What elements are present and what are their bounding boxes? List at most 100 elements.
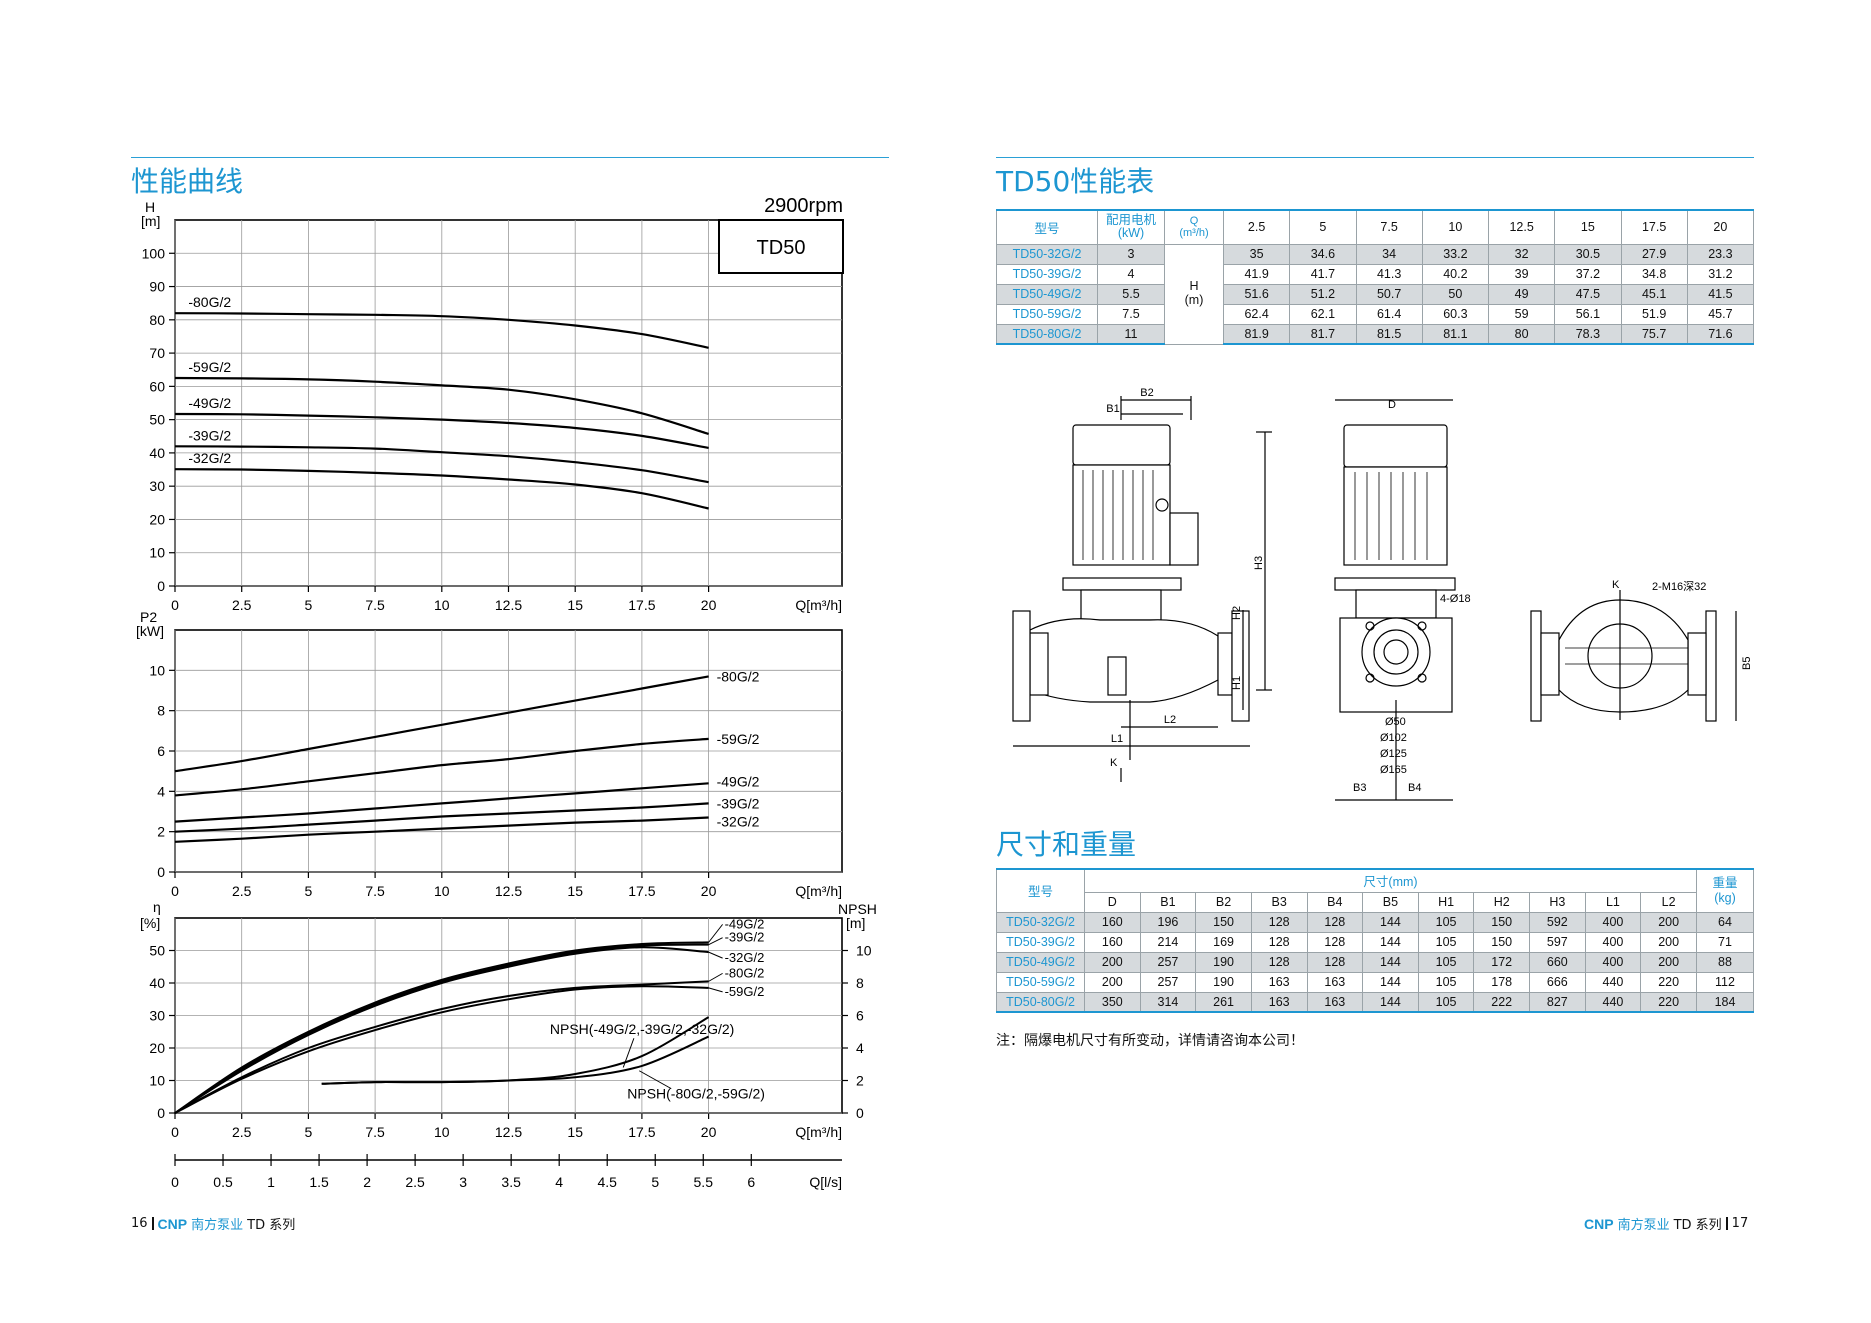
x-tick-label: 10 (434, 597, 450, 613)
dim-value-cell: 178 (1473, 971, 1530, 993)
x-tick-label: 12.5 (495, 883, 522, 899)
dim-value-cell: 163 (1306, 971, 1364, 993)
dim-value-cell: 144 (1362, 991, 1419, 1013)
dim-value-cell: 666 (1529, 971, 1586, 993)
footnote: 注：隔爆电机尺寸有所变动，详情请咨询本公司！ (996, 1033, 1304, 1049)
footer-divider (151, 1217, 154, 1230)
dim-value-cell: 257 (1139, 951, 1197, 973)
perf-h-cell: 80 (1487, 323, 1556, 345)
dim-value-cell: 200 (1640, 931, 1697, 953)
dim-weight-cell: 112 (1696, 971, 1754, 993)
dim-value-cell: 400 (1584, 931, 1642, 953)
perf-h-cell: 71.6 (1686, 323, 1755, 345)
dim-value-cell: 160 (1084, 931, 1141, 953)
y2-tick-label: 2 (856, 1073, 864, 1089)
npsh-leader-2 (638, 1070, 672, 1090)
x-tick-label: 20 (701, 883, 717, 899)
x2-tick-label: 5.5 (694, 1174, 714, 1190)
dim-value-cell: 128 (1250, 911, 1308, 933)
x-tick-label: 7.5 (365, 883, 385, 899)
dim-label-h1: H1 (1231, 676, 1243, 690)
perf-h-label-cell: H(m) (1164, 243, 1224, 345)
x2-tick-label: 1 (267, 1174, 275, 1190)
dim-value-cell: 200 (1084, 971, 1141, 993)
dim-label-thread: 2-M16深32 (1652, 580, 1706, 593)
head-curve-label: -49G/2 (188, 395, 231, 411)
dim-value-cell: 261 (1195, 991, 1252, 1013)
npsh-curve-npsh49g239g232g2 (321, 1016, 710, 1085)
perf-model-cell: TD50-32G/2 (996, 243, 1098, 265)
y-axis-unit: [%] (140, 915, 160, 931)
y2-tick-label: 10 (856, 943, 872, 959)
power-curve-49g2 (174, 782, 709, 823)
dim-label-d165: Ø165 (1380, 764, 1407, 776)
dim-value-cell: 350 (1084, 991, 1141, 1013)
y-tick-label: 10 (149, 545, 165, 561)
y-tick-label: 2 (157, 824, 165, 840)
perf-motor-cell: 11 (1097, 323, 1165, 345)
power-curve-label: -49G/2 (717, 773, 760, 789)
perf-model-cell: TD50-49G/2 (996, 283, 1098, 305)
dim-value-cell: 150 (1195, 911, 1252, 933)
perf-motor-cell: 5.5 (1097, 283, 1165, 305)
dim-value-cell: 660 (1529, 951, 1586, 973)
dim-value-cell: 440 (1584, 971, 1642, 993)
perf-header-q-value: 15 (1554, 209, 1622, 245)
dim-value-cell: 597 (1529, 931, 1586, 953)
y2-axis-unit: [m] (846, 915, 865, 931)
plot-frame (174, 629, 843, 873)
x2-tick-label: 5 (651, 1174, 659, 1190)
perf-header-q-value: 5 (1289, 209, 1357, 245)
dim-header-model: 型号 (996, 868, 1085, 913)
x-tick-label: 2.5 (232, 1124, 252, 1140)
dim-value-cell: 128 (1250, 931, 1308, 953)
x-tick-label: 10 (434, 1124, 450, 1140)
dim-weight-cell: 71 (1696, 931, 1754, 953)
x2-tick-label: 4.5 (597, 1174, 617, 1190)
y-tick-label: 0 (157, 578, 165, 594)
perf-header-q-value: 10 (1421, 209, 1490, 245)
perf-header-q-value: 2.5 (1222, 209, 1291, 245)
npsh-leader-1 (622, 1038, 635, 1068)
x-axis-label: Q[m³/h] (795, 1124, 842, 1140)
x-tick-label: 5 (305, 1124, 313, 1140)
x2-tick-label: 2.5 (405, 1174, 425, 1190)
right-footer: CNP 南方泵业 TD 系列 17 (1584, 1214, 1749, 1234)
y-tick-label: 40 (149, 445, 165, 461)
x2-tick-label: 6 (747, 1174, 755, 1190)
speed-label: 2900rpm (764, 195, 843, 217)
footer-brand: 南方泵业 (1617, 1218, 1670, 1233)
dim-label-d102: Ø102 (1380, 732, 1407, 744)
head-curve-32g2 (174, 468, 709, 510)
page-number-right: 17 (1731, 1216, 1749, 1231)
x2-tick-label: 3.5 (501, 1174, 521, 1190)
dim-value-cell: 163 (1250, 971, 1308, 993)
y-tick-label: 30 (149, 1008, 165, 1024)
eta-leader-line (708, 924, 723, 943)
perf-motor-cell: 7.5 (1097, 303, 1165, 325)
y-tick-label: 8 (157, 703, 165, 719)
dimension-weight-title: 尺寸和重量 (996, 828, 1137, 861)
perf-h-cell: 41.3 (1355, 263, 1423, 285)
x2-tick-label: 4 (555, 1174, 563, 1190)
x-tick-label: 12.5 (495, 1124, 522, 1140)
y-tick-label: 60 (149, 378, 165, 394)
head-curve-label: -39G/2 (188, 427, 231, 443)
cnp-logo-icon: CNP (157, 1215, 188, 1232)
perf-h-cell: 60.3 (1421, 303, 1490, 325)
perf-motor-cell: 3 (1097, 243, 1165, 265)
perf-h-cell: 45.1 (1620, 283, 1688, 305)
dim-label-bolts: 4-Ø18 (1440, 593, 1471, 605)
head-curve-label: -32G/2 (188, 450, 231, 466)
x-tick-label: 0 (171, 1124, 179, 1140)
eta-curve-39g2 (174, 943, 709, 1114)
y2-tick-label: 4 (856, 1040, 864, 1056)
dim-label-k2: K (1612, 579, 1620, 591)
left-footer: 16 CNP 南方泵业 TD 系列 (131, 1214, 295, 1234)
dim-model-cell: TD50-39G/2 (996, 931, 1085, 953)
dim-label-d50: Ø50 (1385, 716, 1406, 728)
